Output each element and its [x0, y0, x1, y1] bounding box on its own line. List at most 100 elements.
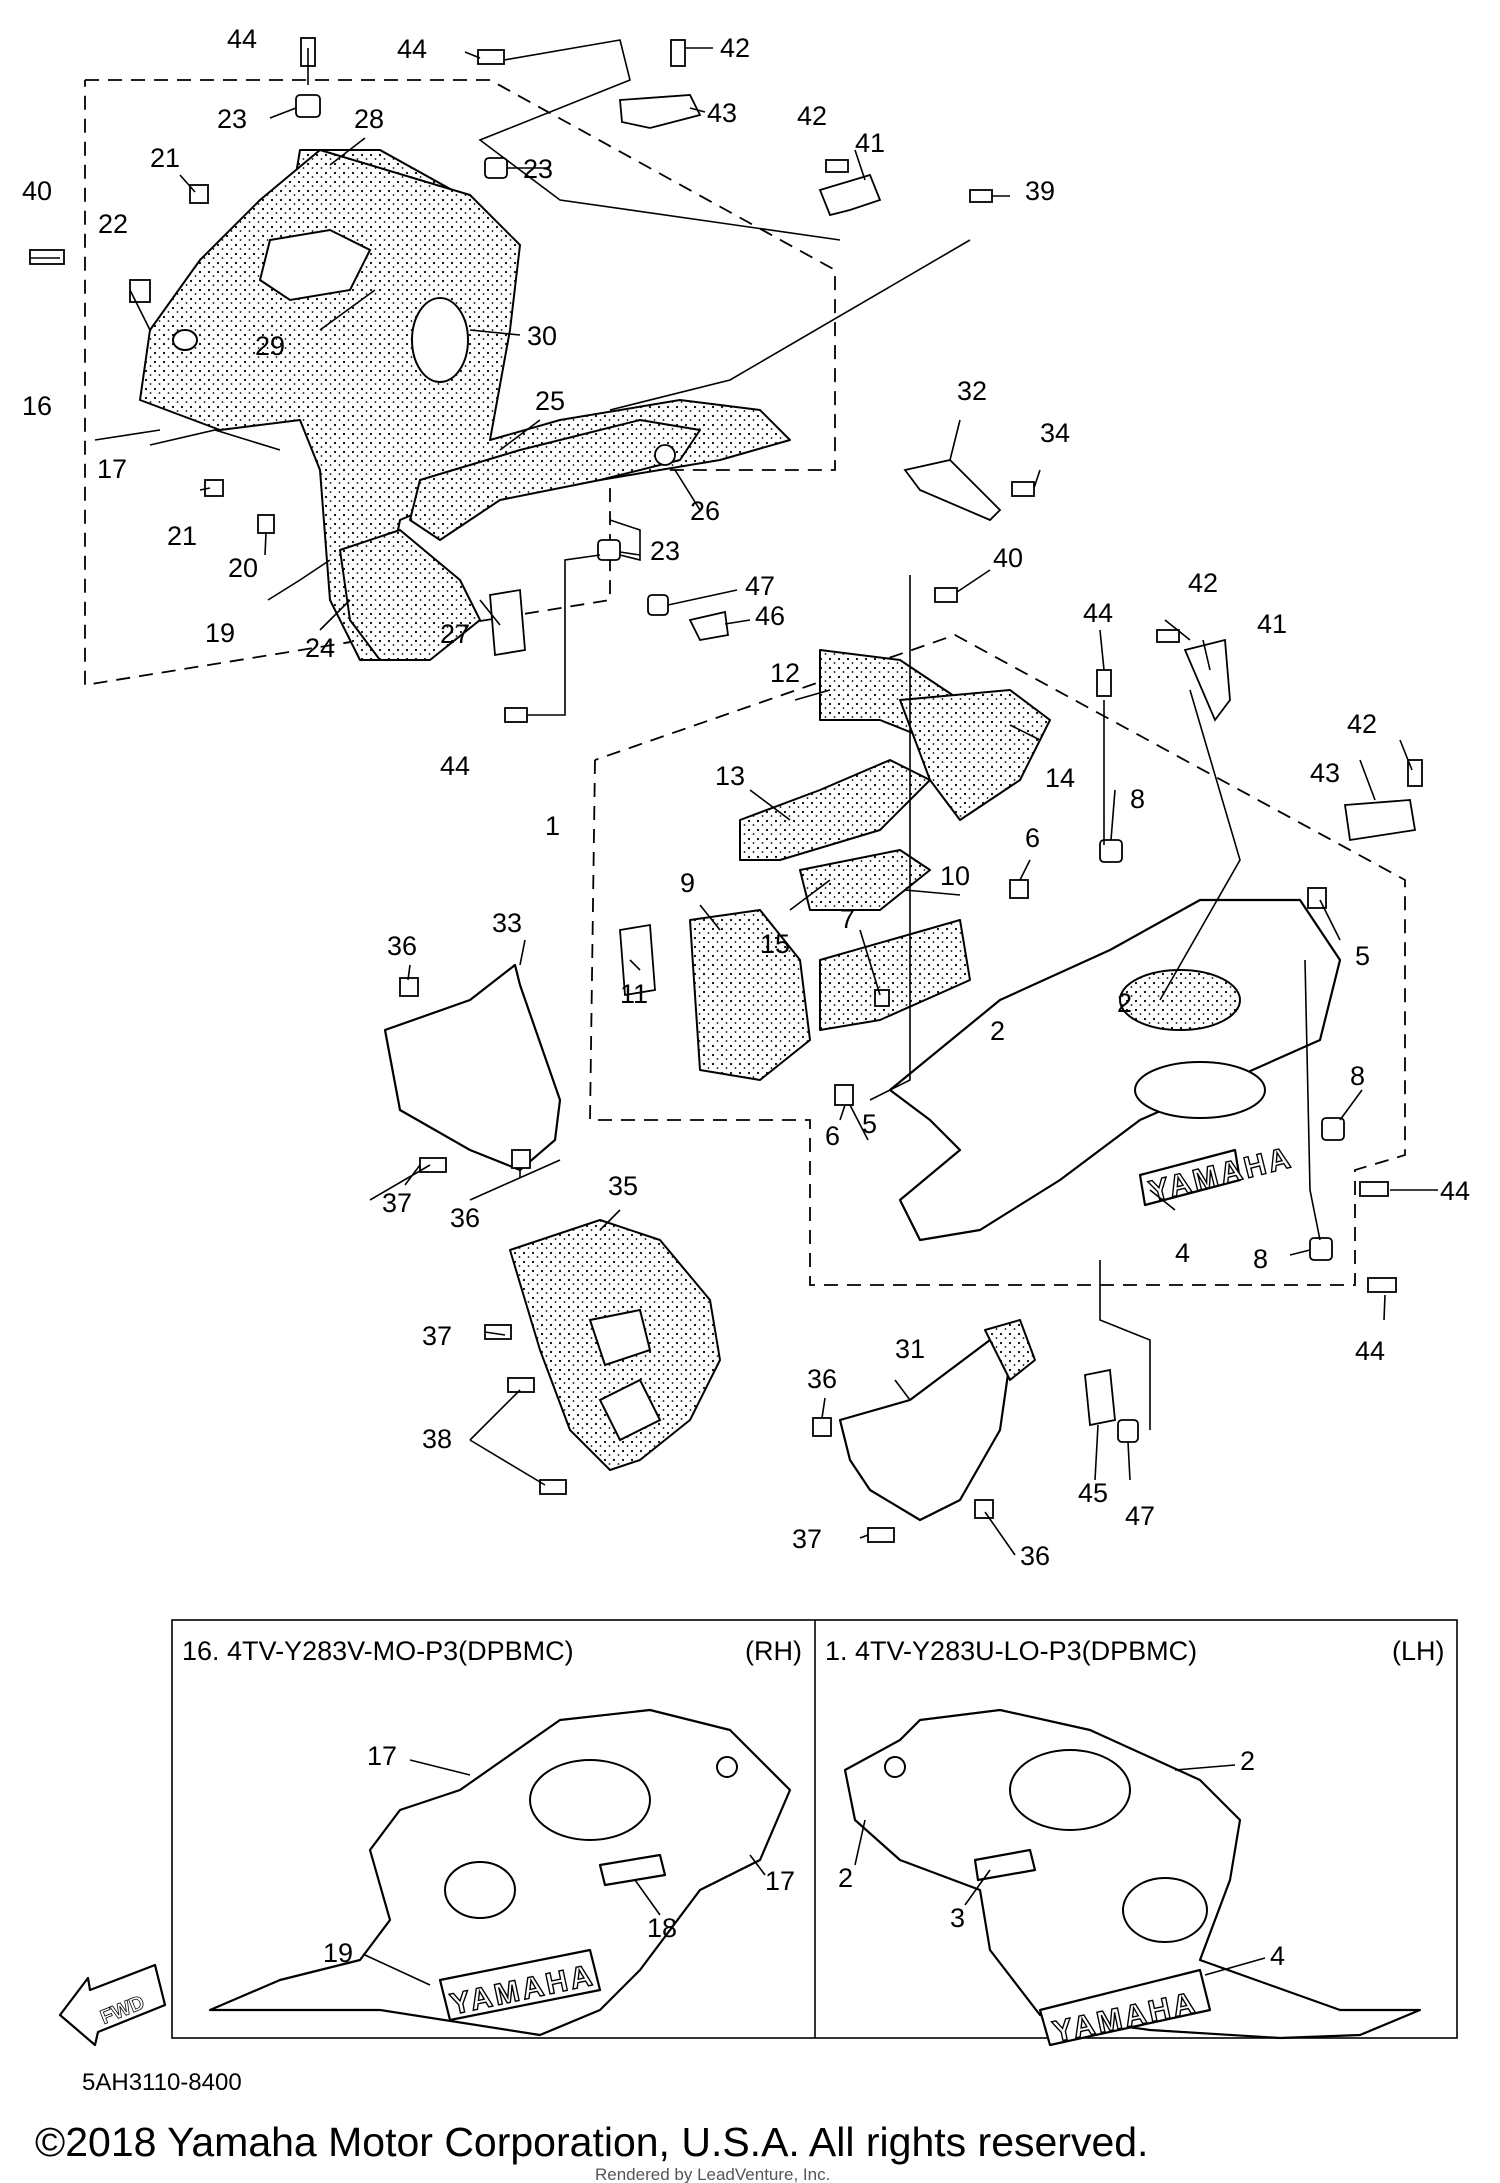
copyright: ©2018 Yamaha Motor Corporation, U.S.A. A… — [35, 2119, 1148, 2165]
callout-7: 7 — [840, 904, 855, 934]
callout-44: 44 — [1355, 1336, 1385, 1366]
stay-41-top — [818, 173, 882, 217]
decal-4: YAMAHA — [1138, 1140, 1297, 1209]
nut-21-upper — [189, 184, 209, 204]
callout-labels: 44 23 28 44 23 42 43 42 41 39 40 22 21 3… — [22, 24, 1470, 1571]
clip-22 — [129, 279, 151, 303]
bracket-31 — [838, 1338, 1012, 1522]
bracket-group-31 — [812, 1319, 1139, 1543]
nut-36-mid — [511, 1149, 531, 1169]
rh-cowling-duct — [529, 1759, 651, 1841]
bolt-40-mid — [934, 587, 958, 603]
bracket-31-duct — [984, 1319, 1036, 1381]
callout-6: 6 — [1025, 823, 1040, 853]
inset-rh-title: 16. 4TV-Y283V-MO-P3(DPBMC) — [182, 1636, 574, 1666]
inset-callout-18: 18 — [647, 1913, 677, 1943]
bolt-44-lowright — [1367, 1277, 1397, 1293]
bolt-44-lower — [1096, 669, 1112, 697]
callout-23: 23 — [650, 536, 680, 566]
callout-21: 21 — [150, 143, 180, 173]
inset-callout-2: 2 — [1240, 1746, 1255, 1776]
nut-36-top — [399, 977, 419, 997]
callout-39: 39 — [1025, 176, 1055, 206]
nut-36-lowright — [974, 1499, 994, 1519]
callout-35: 35 — [608, 1171, 638, 1201]
callout-40: 40 — [993, 543, 1023, 573]
callout-36: 36 — [450, 1203, 480, 1233]
inset-lh-side: (LH) — [1392, 1636, 1445, 1666]
lower-cowling-vent — [1134, 1061, 1266, 1119]
grommet-47-upper — [647, 594, 669, 616]
inset-callout-4: 4 — [1270, 1941, 1285, 1971]
inset-rh-side: (RH) — [745, 1636, 802, 1666]
callout-42: 42 — [1347, 709, 1377, 739]
bolt-39 — [969, 189, 993, 203]
upper-hardware — [29, 37, 1035, 723]
callout-16: 16 — [22, 391, 52, 421]
callout-40: 40 — [22, 176, 52, 206]
callout-25: 25 — [535, 386, 565, 416]
nut-6-top — [1009, 879, 1029, 899]
grommet-26 — [654, 444, 676, 466]
bolt-42-upper — [825, 159, 849, 173]
group-16-boundary — [84, 79, 836, 687]
bracket-27 — [489, 588, 526, 657]
callout-44: 44 — [440, 751, 470, 781]
inset-callout-17: 17 — [765, 1866, 795, 1896]
upper-cowling-assembly — [139, 149, 791, 661]
callout-44: 44 — [227, 24, 257, 54]
bolt-37-upper — [419, 1157, 447, 1173]
callout-10: 10 — [940, 861, 970, 891]
callout-23: 23 — [523, 154, 553, 184]
side-cover-group — [383, 963, 721, 1495]
callout-15: 15 — [760, 929, 790, 959]
bracket-11 — [619, 923, 656, 997]
nut-20 — [257, 514, 275, 534]
grommet-47-low — [1117, 1419, 1139, 1443]
bolt-34 — [1011, 481, 1035, 497]
side-cover-33 — [383, 963, 562, 1172]
callout-46: 46 — [755, 601, 785, 631]
callout-2: 2 — [990, 1016, 1005, 1046]
panel-10 — [819, 919, 971, 1031]
callout-9: 9 — [680, 868, 695, 898]
bolt-40-left — [29, 249, 65, 265]
callout-5: 5 — [862, 1109, 877, 1139]
callout-37: 37 — [422, 1321, 452, 1351]
rh-decal-18 — [598, 1853, 667, 1887]
callout-37: 37 — [382, 1188, 412, 1218]
bolt-42-top — [670, 39, 686, 67]
group-1-boundary — [589, 634, 1406, 1286]
callout-1: 1 — [545, 811, 560, 841]
callout-33: 33 — [492, 908, 522, 938]
callout-13: 13 — [715, 761, 745, 791]
callout-31: 31 — [895, 1334, 925, 1364]
callout-30: 30 — [527, 321, 557, 351]
cowling-inner-panel-25 — [409, 419, 701, 541]
nut-5-lower — [834, 1084, 854, 1106]
callout-26: 26 — [690, 496, 720, 526]
callout-19: 19 — [205, 618, 235, 648]
callout-2: 2 — [1117, 988, 1132, 1018]
variant-inset: 16. 4TV-Y283V-MO-P3(DPBMC) (RH) YAMAHA 1… — [171, 1619, 1458, 2050]
callout-38: 38 — [422, 1424, 452, 1454]
inset-callout-2: 2 — [838, 1863, 853, 1893]
grommet-23-upper — [484, 157, 508, 179]
bolt-37-low — [867, 1527, 895, 1543]
lh-decal-3 — [973, 1848, 1037, 1882]
lh-mount-hole — [884, 1756, 906, 1778]
callout-42: 42 — [720, 33, 750, 63]
callout-5: 5 — [1355, 941, 1370, 971]
bracket-43-lower — [1343, 799, 1417, 842]
grommet-8-right — [1321, 1117, 1345, 1141]
cowling-mount-hole — [172, 329, 198, 351]
callout-6: 6 — [825, 1121, 840, 1151]
bracket-46 — [688, 610, 730, 642]
callout-43: 43 — [707, 98, 737, 128]
bracket-45 — [1084, 1368, 1116, 1427]
callout-8: 8 — [1253, 1244, 1268, 1274]
callout-22: 22 — [98, 209, 128, 239]
bolt-38-b — [539, 1479, 567, 1495]
cowling-lower-panel-24 — [339, 529, 481, 661]
